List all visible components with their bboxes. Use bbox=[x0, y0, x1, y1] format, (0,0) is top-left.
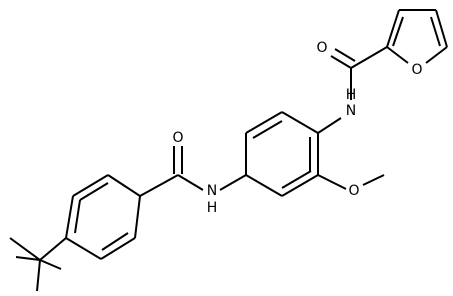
bond bbox=[425, 46, 448, 64]
tert-butyl-group bbox=[9, 237, 67, 292]
bond bbox=[39, 237, 67, 261]
bond bbox=[386, 46, 409, 64]
amide-hydrogen-label: H bbox=[207, 200, 218, 216]
bond bbox=[72, 174, 109, 197]
methoxy-oxygen-label: O bbox=[348, 183, 359, 199]
bond bbox=[245, 111, 283, 134]
bond bbox=[245, 174, 283, 197]
left-amide: O N H bbox=[139, 130, 247, 216]
left-benzene-ring bbox=[65, 174, 141, 260]
bond bbox=[101, 232, 129, 251]
carbonyl-oxygen-label: O bbox=[172, 130, 183, 146]
bond bbox=[15, 256, 41, 261]
bond bbox=[317, 174, 347, 190]
bond bbox=[281, 111, 319, 134]
amide-hydrogen-label: H bbox=[346, 87, 357, 103]
amide-nitrogen-label: N bbox=[207, 183, 217, 199]
bond bbox=[65, 237, 102, 260]
furan-oxygen-label: O bbox=[411, 62, 422, 78]
furan-ring: O bbox=[386, 9, 448, 78]
amide-nitrogen-label: N bbox=[346, 103, 356, 119]
bond bbox=[74, 199, 81, 234]
bond bbox=[9, 237, 41, 261]
bond bbox=[350, 46, 388, 69]
bond bbox=[317, 117, 342, 134]
bond bbox=[281, 170, 312, 189]
bond bbox=[39, 259, 62, 270]
bond bbox=[392, 16, 404, 47]
carbonyl-oxygen-label: O bbox=[316, 40, 327, 56]
bond bbox=[177, 174, 204, 191]
bond bbox=[330, 55, 352, 69]
methoxy-group: O bbox=[317, 174, 385, 199]
bond bbox=[281, 174, 319, 197]
central-benzene-ring bbox=[245, 111, 319, 197]
bond bbox=[386, 9, 400, 48]
bond bbox=[362, 174, 385, 186]
bond bbox=[252, 120, 283, 139]
bond bbox=[100, 237, 136, 260]
bond bbox=[139, 174, 179, 197]
bond bbox=[334, 48, 356, 62]
bond bbox=[79, 182, 109, 201]
bond bbox=[435, 9, 448, 48]
bond bbox=[430, 16, 441, 47]
bond bbox=[36, 259, 41, 292]
bond bbox=[219, 174, 247, 191]
bond bbox=[107, 174, 141, 197]
right-amide: N H O bbox=[316, 40, 388, 134]
bond bbox=[65, 195, 74, 239]
bond bbox=[134, 195, 141, 239]
